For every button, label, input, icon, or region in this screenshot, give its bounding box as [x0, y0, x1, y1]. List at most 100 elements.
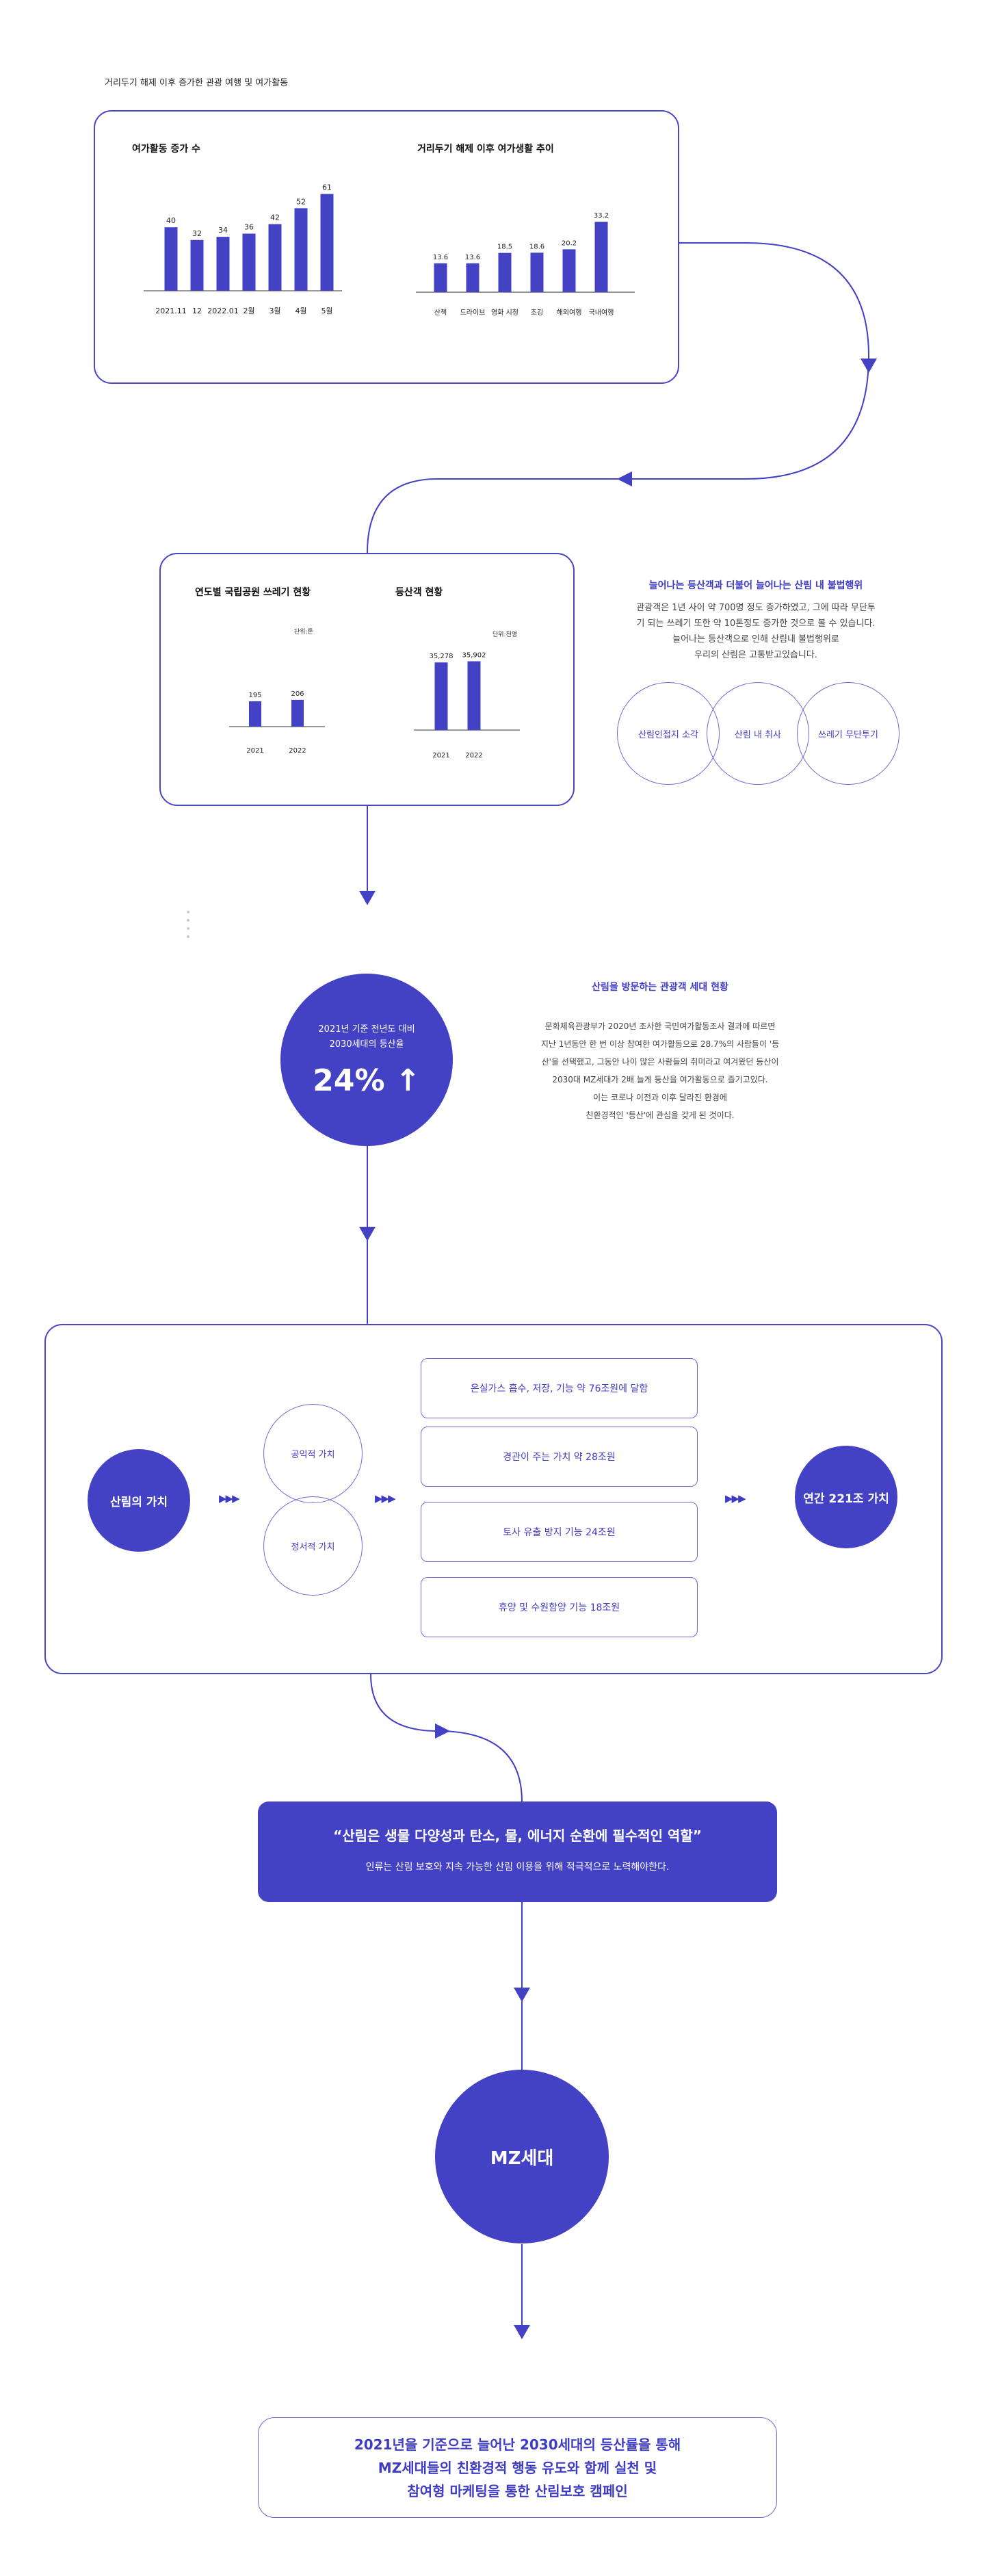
text-line: 늘어나는 등산객으로 인해 산림내 불법행위로: [672, 634, 839, 645]
data-label: 33.2: [594, 212, 609, 220]
campaign-line: 참여형 마케팅을 통한 산림보호 캠페인: [407, 2483, 628, 2499]
tick-label: 12: [192, 307, 202, 315]
arrow-down-marker: [861, 359, 877, 373]
quote-subtext: 인류는 산림 보호와 지속 가능한 산림 이용을 위해 적극적으로 노력해야한다…: [365, 1862, 670, 1873]
tick-label: 4월: [295, 307, 306, 315]
tick-label: 국내여행: [589, 309, 614, 317]
text-line: 지난 1년동안 한 번 이상 참여한 여가활동으로 28.7%의 사람들이 '등: [540, 1039, 780, 1049]
bar: [562, 249, 576, 292]
bar: [434, 263, 447, 292]
chart-title-trash: 연도별 국립공원 쓰레기 현황: [195, 587, 311, 598]
chart-title-hikers: 등산객 현황: [395, 587, 443, 598]
visitors-text: 문화체육관광부가 2020년 조사한 국민여가활동조사 결과에 따르면 지난 1…: [499, 1017, 821, 1124]
data-label: 36: [244, 222, 254, 231]
illegal-activity-title: 늘어나는 등산객과 더불어 늘어나는 산림 내 불법행위: [648, 580, 863, 591]
bar: [320, 194, 334, 291]
campaign-line: MZ세대들의 친환경적 행동 유도와 함께 실천 및: [378, 2460, 657, 2476]
tick-label: 2022: [465, 752, 482, 759]
text-line: 이는 코로나 이전과 이후 달라진 환경에: [593, 1093, 727, 1102]
circle-dumping: 쓰레기 무단투기: [797, 682, 899, 785]
trash-bar-chart: 195 2021 206 2022: [229, 690, 325, 755]
triple-arrow-icon: ▶▶▶: [725, 1492, 746, 1505]
tick-label: 2022.01: [207, 307, 239, 315]
value-item: 경관이 주는 가치 약 28조원: [421, 1427, 698, 1487]
tick-label: 드라이브: [460, 309, 486, 317]
bar: [268, 224, 282, 291]
data-label: 13.6: [433, 254, 448, 261]
chart-title-leisure-trend: 거리두기 해제 이후 여가생활 추이: [417, 144, 554, 155]
data-label: 18.5: [497, 244, 512, 251]
bar: [190, 239, 204, 291]
tick-label: 산책: [434, 309, 447, 317]
data-label: 61: [322, 183, 332, 192]
tick-label: 3월: [269, 307, 280, 315]
arrow-down-marker: [359, 891, 376, 905]
quote-banner: “산림은 생물 다양성과 탄소, 물, 에너지 순환에 필수적인 역할” 인류는…: [258, 1801, 777, 1902]
data-label: 52: [296, 197, 306, 206]
data-label: 42: [270, 213, 280, 222]
arrow-down-marker: [514, 1988, 530, 2002]
bar: [164, 227, 178, 291]
campaign-box: 2021년을 기준으로 늘어난 2030세대의 등산률을 통해 MZ세대들의 친…: [258, 2417, 777, 2518]
data-label: 40: [166, 216, 176, 225]
arrow-up-icon: ↑: [395, 1063, 421, 1098]
bar: [498, 252, 512, 292]
tick-label: 2021: [246, 747, 263, 755]
chart-title-leisure-count: 여가활동 증가 수: [132, 144, 200, 155]
illegal-activity-text: 관광객은 1년 사이 약 700명 정도 증가하였고, 그에 따라 무단투 기 …: [602, 600, 910, 663]
value-item: 온실가스 흡수, 저장, 기능 약 76조원에 달함: [421, 1358, 698, 1418]
text-line: 2030대 MZ세대가 2배 늘게 등산을 여가활동으로 즐기고있다.: [552, 1075, 768, 1084]
value-item: 휴양 및 수원함양 기능 18조원: [421, 1577, 698, 1637]
data-label: 13.6: [465, 254, 480, 261]
bar: [594, 222, 608, 292]
stat-value: 24%: [313, 1063, 385, 1098]
text-line: 기 되는 쓰레기 또한 약 10톤정도 증가한 것으로 볼 수 있습니다.: [636, 619, 876, 629]
data-label: 195: [248, 692, 261, 699]
stat-line: 2030세대의 등산율: [329, 1039, 404, 1050]
bar: [294, 208, 308, 291]
bar: [216, 237, 230, 291]
annual-value-circle: 연간 221조 가치: [795, 1446, 897, 1548]
bar: [466, 263, 480, 292]
data-label: 20.2: [562, 239, 577, 247]
stat-line: 2021년 기준 전년도 대비: [318, 1024, 415, 1035]
text-line: 관광객은 1년 사이 약 700명 정도 증가하였고, 그에 따라 무단투: [636, 603, 876, 613]
arrow-down-marker: [514, 2325, 530, 2339]
hiking-rate-circle: 2021년 기준 전년도 대비 2030세대의 등산율 24% ↑: [280, 974, 453, 1146]
circle-incineration: 산림인접지 소각: [617, 682, 720, 785]
triple-arrow-icon: ▶▶▶: [375, 1492, 396, 1505]
data-label: 34: [218, 226, 228, 235]
data-label: 35,902: [462, 651, 486, 659]
bar: [434, 662, 448, 730]
forest-value-circle: 산림의 가치: [88, 1449, 190, 1552]
data-label: 206: [291, 690, 304, 698]
text-line: 산'을 선택했고, 그동안 나이 많은 사람들의 취미라고 여겨왔던 등산이: [541, 1057, 779, 1067]
mz-generation-circle: MZ세대: [435, 2070, 609, 2243]
public-value-circle: 공익적 가치: [263, 1404, 363, 1503]
arrow-right-marker: [435, 1723, 450, 1739]
bar: [530, 252, 544, 292]
bar: [467, 661, 481, 730]
arrow-left-marker: [617, 471, 632, 486]
bar: [291, 699, 304, 727]
bar: [249, 701, 261, 727]
emotional-value-circle: 정서적 가치: [263, 1496, 363, 1596]
tick-label: 5월: [321, 307, 332, 315]
triple-arrow-icon: ▶▶▶: [219, 1492, 240, 1505]
tick-label: 2021: [432, 752, 449, 759]
arrow-down-marker: [359, 1227, 376, 1241]
tick-label: 2021.11: [155, 307, 187, 315]
bar: [242, 233, 256, 291]
dot-decoration: [187, 911, 189, 938]
campaign-line: 2021년을 기준으로 늘어난 2030세대의 등산률을 통해: [354, 2436, 681, 2453]
stat-value-row: 24% ↑: [313, 1065, 421, 1097]
quote-headline: “산림은 생물 다양성과 탄소, 물, 에너지 순환에 필수적인 역할”: [333, 1827, 702, 1844]
forest-stats-card: [159, 553, 575, 806]
text-line: 우리의 산림은 고통받고있습니다.: [694, 650, 817, 660]
tick-label: 해외여행: [557, 308, 582, 317]
tick-label: 2022: [289, 747, 306, 755]
